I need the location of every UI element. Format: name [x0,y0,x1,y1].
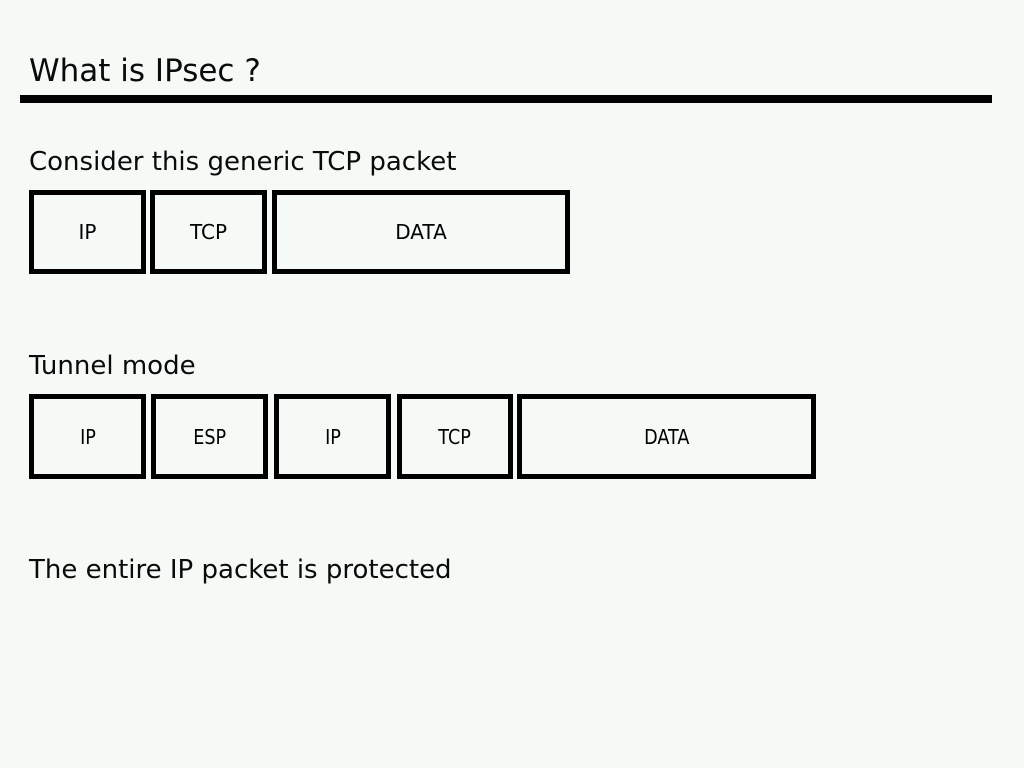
packet-field-tcp: TCP [397,394,513,479]
packet-field-tcp: TCP [150,190,267,274]
packet-field-label: ESP [193,424,226,449]
packet-field-esp: ESP [151,394,268,479]
page-title: What is IPsec ? [29,53,261,89]
section-label-tunnel-mode: Tunnel mode [29,351,196,381]
packet-field-data: DATA [272,190,570,274]
packet-field-label: TCP [189,220,228,244]
packet-field-label: DATA [395,220,447,244]
intro-text: Consider this generic TCP packet [29,147,457,177]
closing-text: The entire IP packet is protected [29,555,452,585]
packet-field-label: DATA [643,424,690,449]
packet-field-inner-ip: IP [274,394,391,479]
packet-field-label: TCP [438,424,472,449]
packet-field-ip: IP [29,190,146,274]
packet-field-label: IP [78,220,97,244]
packet-field-label: IP [79,424,96,449]
title-underline-rule [20,95,992,103]
packet-field-outer-ip: IP [29,394,146,479]
packet-field-label: IP [324,424,341,449]
packet-field-data: DATA [517,394,816,479]
